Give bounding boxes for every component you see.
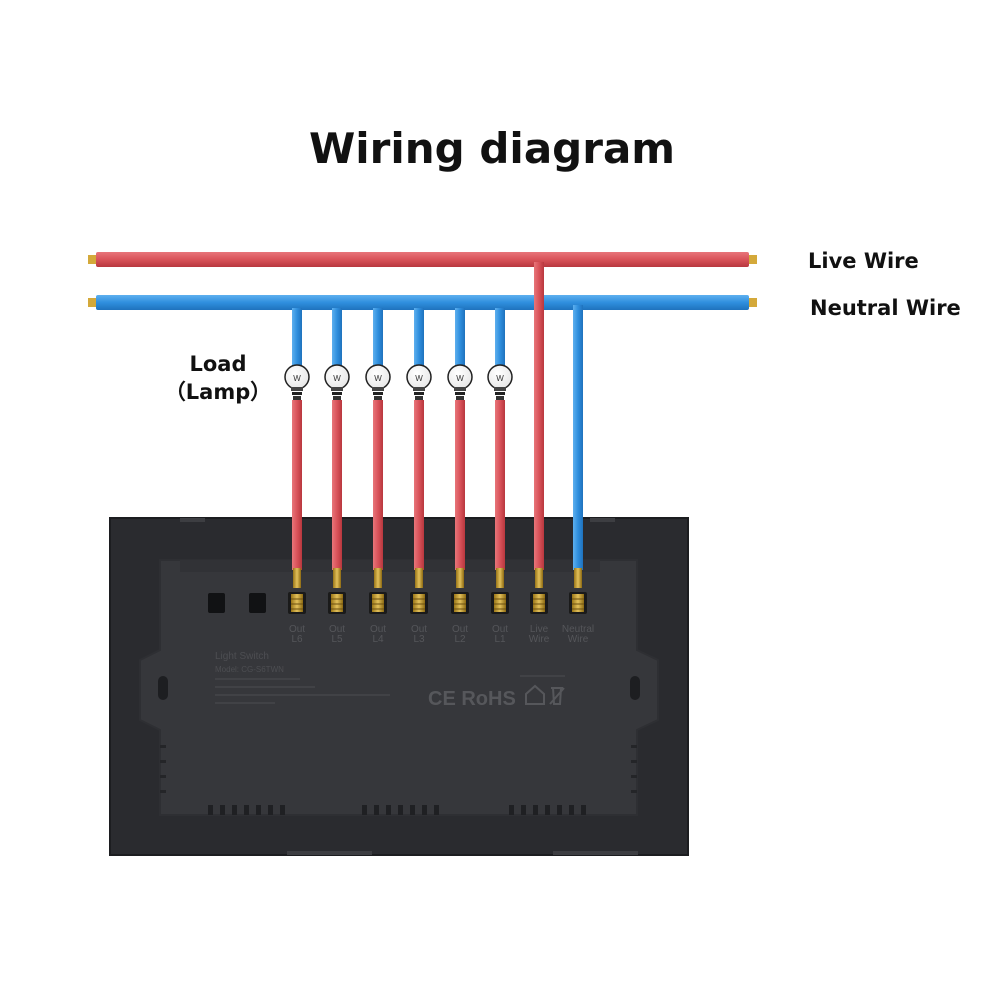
terminal-sublabel: L6 [291, 634, 303, 645]
neutral-wire-main [88, 295, 757, 310]
lamp-output-wire [455, 400, 465, 570]
lamp-wattage-mark: W [333, 374, 341, 383]
lamp-neutral-wire [332, 308, 342, 366]
neutral-wire-label: Neutral Wire [810, 296, 961, 320]
page-title: Wiring diagram [309, 124, 675, 173]
lamp-wattage-mark: W [456, 374, 464, 383]
lamp-wattage-mark: W [496, 374, 504, 383]
terminal-sublabel: L1 [494, 634, 506, 645]
lamp-bulb-icon: W [487, 364, 513, 400]
terminal-label: Live [530, 624, 549, 635]
terminal-sublabel: L4 [372, 634, 384, 645]
switch-body [109, 517, 689, 856]
terminal-screw [410, 568, 428, 614]
neutral-branch-wire [573, 305, 583, 570]
lamp-neutral-wire [414, 308, 424, 366]
terminal-label: Neutral [562, 624, 594, 635]
recycle-bin-icon [549, 687, 565, 705]
terminal-sublabel: L3 [413, 634, 425, 645]
terminal-label: Out [329, 624, 345, 635]
lamp-output-wire [332, 400, 342, 570]
terminal-labels: OutL6OutL5OutL4OutL3OutL2OutL1LiveWireNe… [289, 624, 594, 645]
lamp-neutral-wire [292, 308, 302, 366]
lamp-neutral-wire [455, 308, 465, 366]
live-wire-main [88, 252, 757, 267]
live-branch-wire [534, 262, 544, 570]
house-icon [525, 684, 545, 705]
terminal-blocks [288, 568, 587, 614]
terminal-screw [288, 568, 306, 614]
lamp-bulb-icon: W [284, 364, 310, 400]
terminal-screw [451, 568, 469, 614]
lamp-bulb-icon: W [365, 364, 391, 400]
terminal-sublabel: L2 [454, 634, 466, 645]
lamp-wattage-mark: W [374, 374, 382, 383]
model-label: Model: CG-S6TWN [215, 665, 284, 674]
terminal-screw [569, 568, 587, 614]
terminal-sublabel: Wire [529, 634, 550, 645]
lamp-wattage-mark: W [415, 374, 423, 383]
terminal-label: Out [370, 624, 386, 635]
certification-marks: CE RoHS [428, 688, 516, 710]
terminal-screw [369, 568, 387, 614]
vertical-wires [292, 262, 583, 570]
lamp-wattage-mark: W [293, 374, 301, 383]
lamp-bulb-icon: W [324, 364, 350, 400]
terminal-screw [491, 568, 509, 614]
terminal-label: Out [289, 624, 305, 635]
live-wire-label: Live Wire [808, 249, 919, 273]
product-name-label: Light Switch [215, 651, 269, 662]
lamp-bulb-icon: W [406, 364, 432, 400]
lamp-output-wire [292, 400, 302, 570]
lamp-output-wire [495, 400, 505, 570]
lamp-neutral-wire [373, 308, 383, 366]
terminal-label: Out [492, 624, 508, 635]
load-label-lamp: （Lamp） [165, 380, 271, 404]
terminal-sublabel: L5 [331, 634, 343, 645]
lamp-output-wire [414, 400, 424, 570]
terminal-screw [530, 568, 548, 614]
lamp-neutral-wire [495, 308, 505, 366]
terminal-sublabel: Wire [568, 634, 589, 645]
terminal-label: Out [452, 624, 468, 635]
load-label: Load [189, 352, 246, 376]
terminal-screw [328, 568, 346, 614]
terminal-label: Out [411, 624, 427, 635]
lamp-bulb-icon: W [447, 364, 473, 400]
lamp-output-wire [373, 400, 383, 570]
